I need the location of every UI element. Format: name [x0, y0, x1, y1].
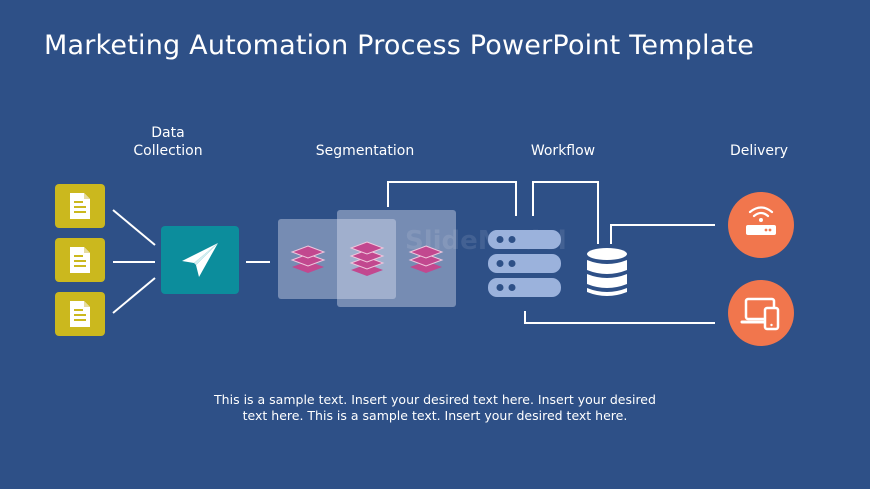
footer-text: This is a sample text. Insert your desir… [214, 392, 656, 423]
stage-label-segmentation: Segmentation [315, 143, 415, 159]
devices-icon [740, 297, 780, 331]
layers-icon [349, 241, 385, 276]
document-icon [70, 247, 90, 273]
devices-circle [728, 280, 794, 346]
connector-segmentation-to-server [387, 181, 517, 216]
stage-label-delivery: Delivery [729, 143, 789, 159]
connector-doc1-to-send [112, 209, 156, 246]
send-tile [161, 226, 239, 294]
layers-icon [290, 245, 326, 273]
connector-doc3-to-send [112, 277, 156, 314]
router-circle [728, 192, 794, 258]
document-icon [70, 193, 90, 219]
router-icon [746, 206, 776, 235]
slide-title: Marketing Automation Process PowerPoint … [44, 30, 755, 61]
layers-icon [408, 245, 444, 273]
document-icon [70, 301, 90, 327]
connector-server-to-database [532, 181, 599, 244]
document-tile [55, 292, 105, 336]
document-tile [55, 238, 105, 282]
stage-label-data-collection: Data Collection [133, 125, 203, 159]
document-tile [55, 184, 105, 228]
connector-database-to-router [610, 224, 715, 244]
server-icon [488, 230, 561, 297]
paper-plane-icon [182, 243, 218, 277]
database-icon [587, 248, 627, 296]
connector-server-to-devices [524, 311, 715, 324]
stage-label-workflow: Workflow [530, 143, 596, 159]
